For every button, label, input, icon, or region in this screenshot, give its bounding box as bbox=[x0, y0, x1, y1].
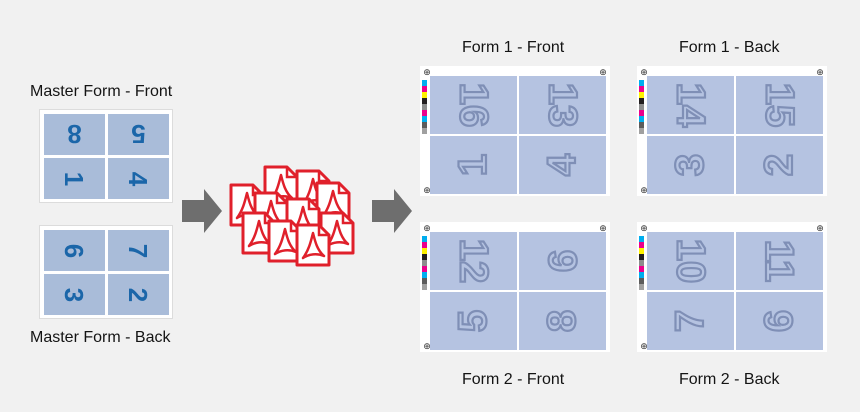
form-page-number: 12 bbox=[450, 238, 496, 285]
registration-mark-icon: ⊕ bbox=[423, 223, 431, 233]
form-label: Form 2 - Back bbox=[679, 371, 780, 388]
form-page-number: 3 bbox=[667, 153, 713, 177]
form-page-number: 4 bbox=[539, 153, 585, 177]
form-label: Form 1 - Front bbox=[462, 39, 565, 56]
form-page: 6 bbox=[736, 292, 823, 350]
form-page: 15 bbox=[736, 76, 823, 134]
form-page: 13 bbox=[519, 76, 606, 134]
form-page: 7 bbox=[647, 292, 734, 350]
form-page: 10 bbox=[647, 232, 734, 290]
form-page-number: 10 bbox=[667, 238, 713, 285]
master-front-page: 8 bbox=[44, 114, 105, 155]
registration-mark-icon: ⊕ bbox=[640, 341, 648, 351]
form-page: 1 bbox=[430, 136, 517, 194]
master-front-page: 5 bbox=[108, 114, 169, 155]
master-back-page: 6 bbox=[44, 230, 105, 271]
form-page: 3 bbox=[647, 136, 734, 194]
registration-mark-icon: ⊕ bbox=[423, 67, 431, 77]
form-page-number: 14 bbox=[667, 82, 713, 129]
form-label: Form 1 - Back bbox=[679, 39, 780, 56]
form-page-number: 11 bbox=[756, 239, 802, 283]
form-page: 2 bbox=[736, 136, 823, 194]
registration-mark-icon: ⊕ bbox=[640, 185, 648, 195]
form-page: 16 bbox=[430, 76, 517, 134]
form-page: 14 bbox=[647, 76, 734, 134]
registration-mark-icon: ⊕ bbox=[599, 67, 607, 77]
form-page-number: 13 bbox=[539, 82, 585, 129]
form-page: 5 bbox=[430, 292, 517, 350]
form-page-number: 9 bbox=[539, 249, 585, 273]
registration-mark-icon: ⊕ bbox=[816, 67, 824, 77]
master-back-page: 7 bbox=[108, 230, 169, 271]
master-back-label: Master Form - Back bbox=[30, 329, 171, 346]
form-page: 12 bbox=[430, 232, 517, 290]
registration-mark-icon: ⊕ bbox=[816, 223, 824, 233]
registration-mark-icon: ⊕ bbox=[599, 223, 607, 233]
registration-mark-icon: ⊕ bbox=[423, 341, 431, 351]
arrow-right-icon bbox=[182, 189, 222, 233]
master-front-page: 4 bbox=[108, 158, 169, 199]
master-front-label: Master Form - Front bbox=[30, 83, 173, 100]
registration-mark-icon: ⊕ bbox=[423, 185, 431, 195]
form-page: 11 bbox=[736, 232, 823, 290]
form-page-number: 1 bbox=[450, 153, 496, 177]
master-back-page: 3 bbox=[44, 274, 105, 315]
master-front-page: 1 bbox=[44, 158, 105, 199]
form-page-number: 6 bbox=[756, 309, 802, 333]
form-page-number: 16 bbox=[450, 82, 496, 129]
master-back-page: 2 bbox=[108, 274, 169, 315]
master-form-back: 6 7 3 2 bbox=[39, 225, 173, 319]
form-label: Form 2 - Front bbox=[462, 371, 565, 388]
form-page: 9 bbox=[519, 232, 606, 290]
arrow-right-icon bbox=[372, 189, 412, 233]
master-form-front: 8 5 1 4 bbox=[39, 109, 173, 203]
form-page-number: 7 bbox=[667, 309, 713, 333]
form-page-number: 15 bbox=[756, 82, 802, 129]
form-page: 4 bbox=[519, 136, 606, 194]
registration-mark-icon: ⊕ bbox=[640, 223, 648, 233]
form-page-number: 2 bbox=[756, 153, 802, 177]
form-page: 8 bbox=[519, 292, 606, 350]
registration-mark-icon: ⊕ bbox=[640, 67, 648, 77]
pdf-files-icon bbox=[229, 165, 355, 267]
form-page-number: 5 bbox=[450, 309, 496, 333]
form-page-number: 8 bbox=[539, 309, 585, 333]
